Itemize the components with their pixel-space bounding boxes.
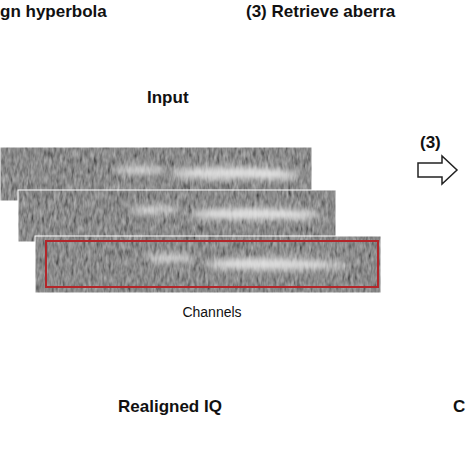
channel-box: Channels: [45, 240, 379, 288]
iq-strip: [18, 190, 336, 242]
step-number: (3): [420, 133, 441, 153]
section-label: Realigned IQ: [118, 397, 222, 417]
box-caption: Channels: [47, 304, 377, 320]
section-label: C: [453, 397, 465, 417]
panel-heading: gn hyperbola: [0, 2, 107, 22]
panel-heading: (3) Retrieve aberra: [246, 2, 395, 22]
section-label: Input: [147, 88, 189, 108]
process-arrow: [418, 156, 457, 184]
iq-strip: [35, 236, 381, 293]
